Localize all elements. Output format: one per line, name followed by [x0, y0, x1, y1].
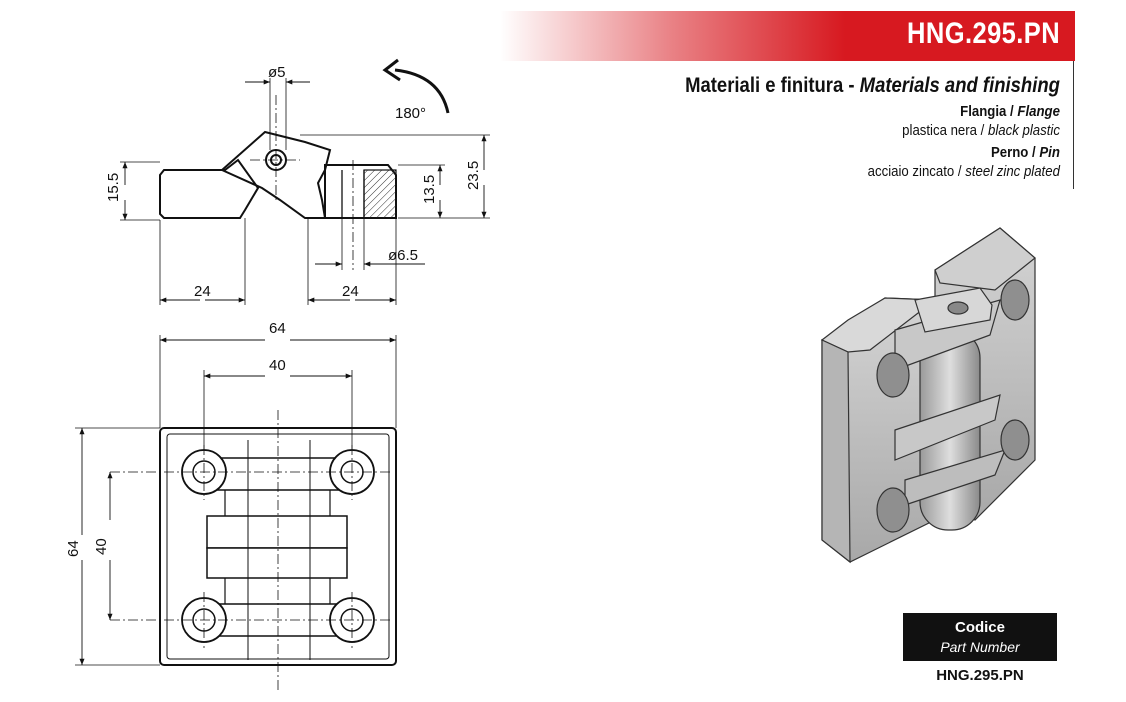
dim-width-holes: 40 — [269, 357, 286, 374]
flange-label: Flangia / Flange — [685, 103, 1060, 120]
flange-value: plastica nera / black plastic — [685, 122, 1060, 139]
dim-height-holes: 40 — [93, 538, 110, 555]
dim-rotation: 180° — [395, 105, 426, 122]
materials-block: Materiali e finitura - Materials and fin… — [634, 74, 1060, 180]
pin-value: acciaio zincato / steel zinc plated — [685, 163, 1060, 180]
dim-offset-right: 24 — [342, 283, 359, 300]
dim-hole-diameter: ø6.5 — [388, 247, 418, 264]
flange-label-it: Flangia / — [960, 103, 1018, 120]
pin-value-en: steel zinc plated — [965, 163, 1060, 180]
part-label-it: Codice — [954, 619, 1005, 636]
dim-height-mid: 13.5 — [421, 175, 438, 204]
header-bar: HNG.295.PN — [500, 11, 1075, 61]
plan-view — [75, 335, 397, 690]
flange-label-en: Flange — [1017, 103, 1060, 120]
pin-label: Perno / Pin — [685, 144, 1060, 161]
dim-pin-diameter: ø5 — [268, 64, 286, 81]
side-view — [120, 58, 490, 305]
pin-label-en: Pin — [1039, 144, 1060, 161]
pin-label-it: Perno / — [991, 144, 1040, 161]
flange-value-en: black plastic — [988, 122, 1060, 139]
dim-width-total: 64 — [269, 320, 286, 337]
part-number-value: HNG.295.PN — [936, 667, 1024, 684]
pin-value-it: acciaio zincato / — [867, 163, 966, 180]
dim-height-total-plan: 64 — [65, 540, 82, 557]
materials-title: Materiali e finitura - Materials and fin… — [685, 74, 1060, 98]
flange-value-it: plastica nera / — [902, 122, 989, 139]
divider-line — [1073, 61, 1074, 189]
part-label-en: Part Number — [940, 639, 1020, 655]
part-number-box: Codice Part Number — [903, 613, 1057, 661]
hinge-3d-render — [820, 227, 1036, 564]
materials-title-en: Materials and finishing — [859, 74, 1060, 97]
materials-title-it: Materiali e finitura - — [685, 74, 860, 97]
product-code-title: HNG.295.PN — [906, 17, 1060, 50]
dim-offset-left: 24 — [194, 283, 211, 300]
dim-height-left: 15.5 — [105, 173, 122, 202]
dim-height-total: 23.5 — [465, 161, 482, 190]
